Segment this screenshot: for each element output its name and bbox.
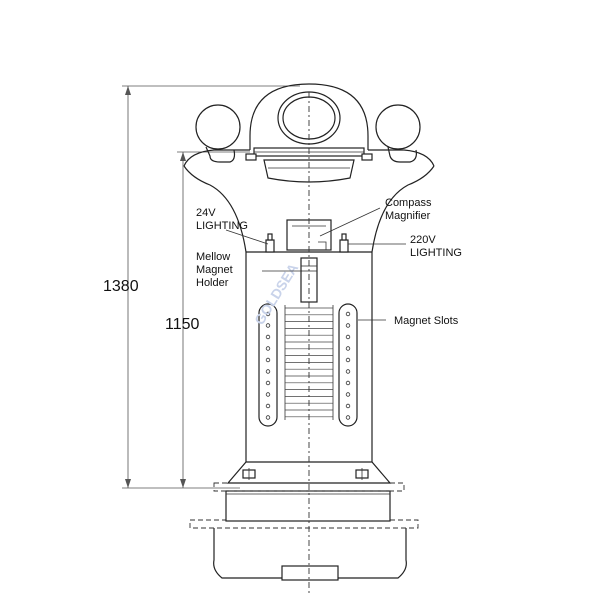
slot-hole [265, 346, 271, 351]
magnet-slot-holes [265, 311, 351, 420]
dimension-1380-label: 1380 [103, 278, 139, 295]
lighting-24v-label: 24V LIGHTING [196, 207, 248, 232]
magnet-slot-left [258, 303, 278, 427]
quadrant-sphere-left [195, 104, 241, 163]
leader-lines [225, 207, 406, 321]
slot-hole [265, 369, 271, 374]
slot-hole [345, 311, 351, 317]
slot-hole [345, 357, 351, 363]
mellow-magnet-holder-label: Mellow Magnet Holder [196, 251, 236, 289]
slot-hole [345, 380, 351, 386]
slot-hole [345, 346, 351, 351]
lighting-220v-fixture [339, 233, 349, 253]
slot-hole [265, 403, 271, 409]
quadrant-sphere-right [375, 104, 421, 163]
slot-hole [265, 357, 271, 363]
slot-hole [265, 334, 271, 340]
magnet-slot-right [338, 303, 358, 427]
slot-hole [265, 415, 271, 420]
slot-hole [345, 403, 351, 409]
lighting-24v-fixture [265, 233, 275, 253]
slot-hole [345, 392, 351, 397]
slot-hole [265, 311, 271, 317]
slot-hole [265, 392, 271, 397]
dimension-column [177, 151, 250, 488]
slot-hole [265, 380, 271, 386]
slot-hole [345, 334, 351, 340]
compass-magnifier-label: Compass Magnifier [385, 197, 435, 222]
magnet-slots-label: Magnet Slots [394, 315, 459, 327]
lighting-220v-label: 220V LIGHTING [410, 234, 462, 259]
dimension-overall [122, 85, 300, 489]
dimension-1150-label: 1150 [165, 316, 200, 333]
slot-hole [345, 323, 351, 328]
base-assembly [189, 461, 419, 581]
watermark: GOLDSEA [251, 260, 301, 327]
slot-hole [345, 369, 351, 374]
slot-hole [265, 323, 271, 328]
slot-hole [345, 415, 351, 420]
